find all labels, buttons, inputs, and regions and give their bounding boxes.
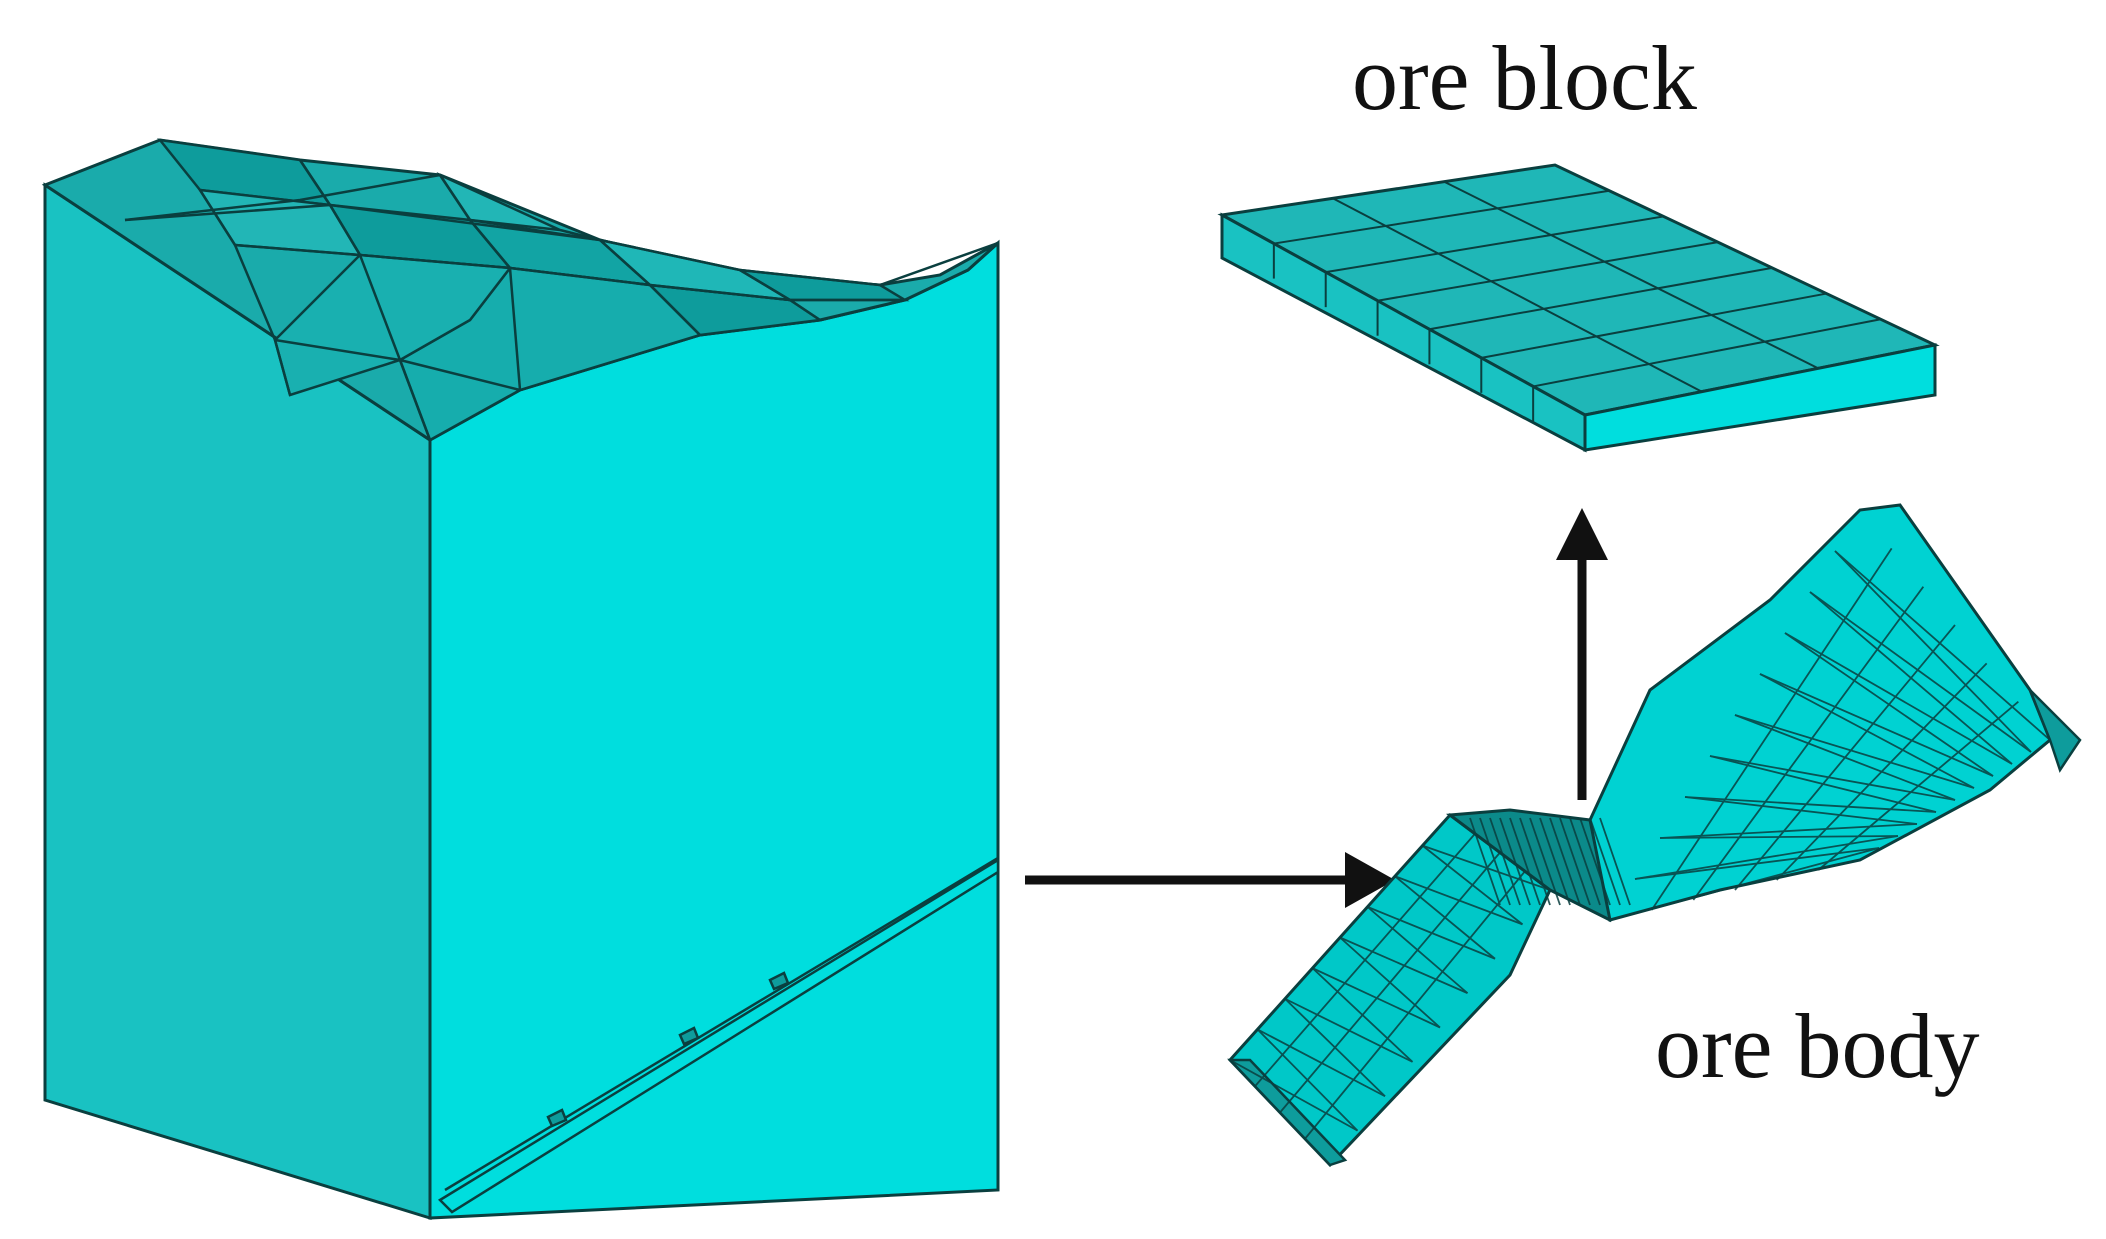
ore-body-upper-face — [1588, 503, 2052, 922]
ore-body-neck-line — [1559, 817, 1591, 906]
ore-body-mesh-line — [1784, 632, 2013, 765]
ore-body-mesh-line — [1394, 875, 1523, 926]
host-rock-block — [41, 138, 1000, 1221]
ore-body-mesh-line — [1759, 673, 1994, 777]
ore-body-neck-line — [1489, 817, 1521, 906]
ore-body-mesh-line — [1229, 1059, 1358, 1132]
ore-body-neck-line — [1519, 817, 1551, 906]
ore-block-slices — [1272, 180, 1881, 422]
ore-body-lower-end — [1227, 1058, 1348, 1167]
ore-body-mesh-line — [1257, 1028, 1386, 1098]
ore-body-neck-line — [1499, 817, 1531, 906]
ore-body-mesh-line — [1284, 997, 1413, 1063]
ore-body-neck-line — [1529, 817, 1561, 906]
ore-body-mesh-line — [1709, 755, 1956, 801]
ore-block-slice-line — [1273, 189, 1610, 245]
ore-body-solid — [1227, 503, 2082, 1168]
ore-block-row-line — [1332, 197, 1703, 393]
ore-body-neck-line — [1589, 817, 1621, 906]
ore-body-mesh-line — [1734, 624, 1956, 891]
ore-body-mesh-line — [1367, 906, 1496, 960]
ore-body-label: ore body — [1655, 995, 1980, 1097]
embedded-ore-vein — [437, 856, 1000, 1214]
ore-body-neck-line — [1599, 817, 1631, 906]
ore-body-mesh-line — [1304, 870, 1526, 1140]
ore-block-slice-line — [1429, 266, 1773, 331]
ore-body-mesh-line — [1312, 967, 1441, 1029]
ore-body-mesh-line — [1834, 550, 2051, 741]
ore-body-mesh-line — [1684, 796, 1937, 813]
ore-body-mesh-line — [1817, 700, 2019, 871]
ore-body-mesh-line — [1809, 591, 2032, 753]
ore-body-neck-line — [1509, 817, 1541, 906]
ore-body-neck-line — [1479, 817, 1511, 906]
ore-body-mesh-line — [1339, 936, 1468, 994]
ore-body-upper-end — [2028, 689, 2082, 773]
ore-body-mesh-line — [1634, 835, 1899, 880]
ore-block-solid — [1217, 163, 1940, 453]
ore-body-mesh-line — [1776, 662, 1988, 881]
ore-block-slice-line — [1481, 292, 1827, 359]
host-block-top-mesh — [124, 138, 999, 442]
ore-body-mesh-line — [1609, 847, 1880, 921]
ore-body-lower-face — [1227, 812, 1552, 1168]
ore-body-mesh-line — [1650, 547, 1893, 911]
ore-body-mesh-line — [1734, 714, 1975, 789]
ore-block-row-line — [1443, 180, 1819, 370]
ore-body-neck-line — [1469, 817, 1501, 906]
classify-arrow — [1556, 508, 1608, 800]
ore-body-mesh-line — [1659, 823, 1918, 839]
ore-block-slice-line — [1377, 241, 1719, 302]
extract-arrow — [1025, 852, 1395, 908]
ore-block-left — [1220, 212, 1587, 453]
ore-body-neck-line — [1569, 817, 1601, 906]
ore-body-mesh-line — [1254, 833, 1476, 1087]
ore-block-label: ore block — [1352, 27, 1697, 129]
ore-body-mesh-line — [1692, 586, 1925, 901]
ore-body-mesh-line — [1279, 851, 1501, 1114]
ore-body-neck-line — [1539, 817, 1571, 906]
ore-body-neck-line — [1549, 817, 1581, 906]
ore-block-slice-line — [1532, 318, 1881, 388]
ore-block-slice-line — [1325, 215, 1664, 274]
ore-body-neck-line — [1579, 817, 1611, 906]
ore-body-mesh — [1229, 547, 2051, 1140]
